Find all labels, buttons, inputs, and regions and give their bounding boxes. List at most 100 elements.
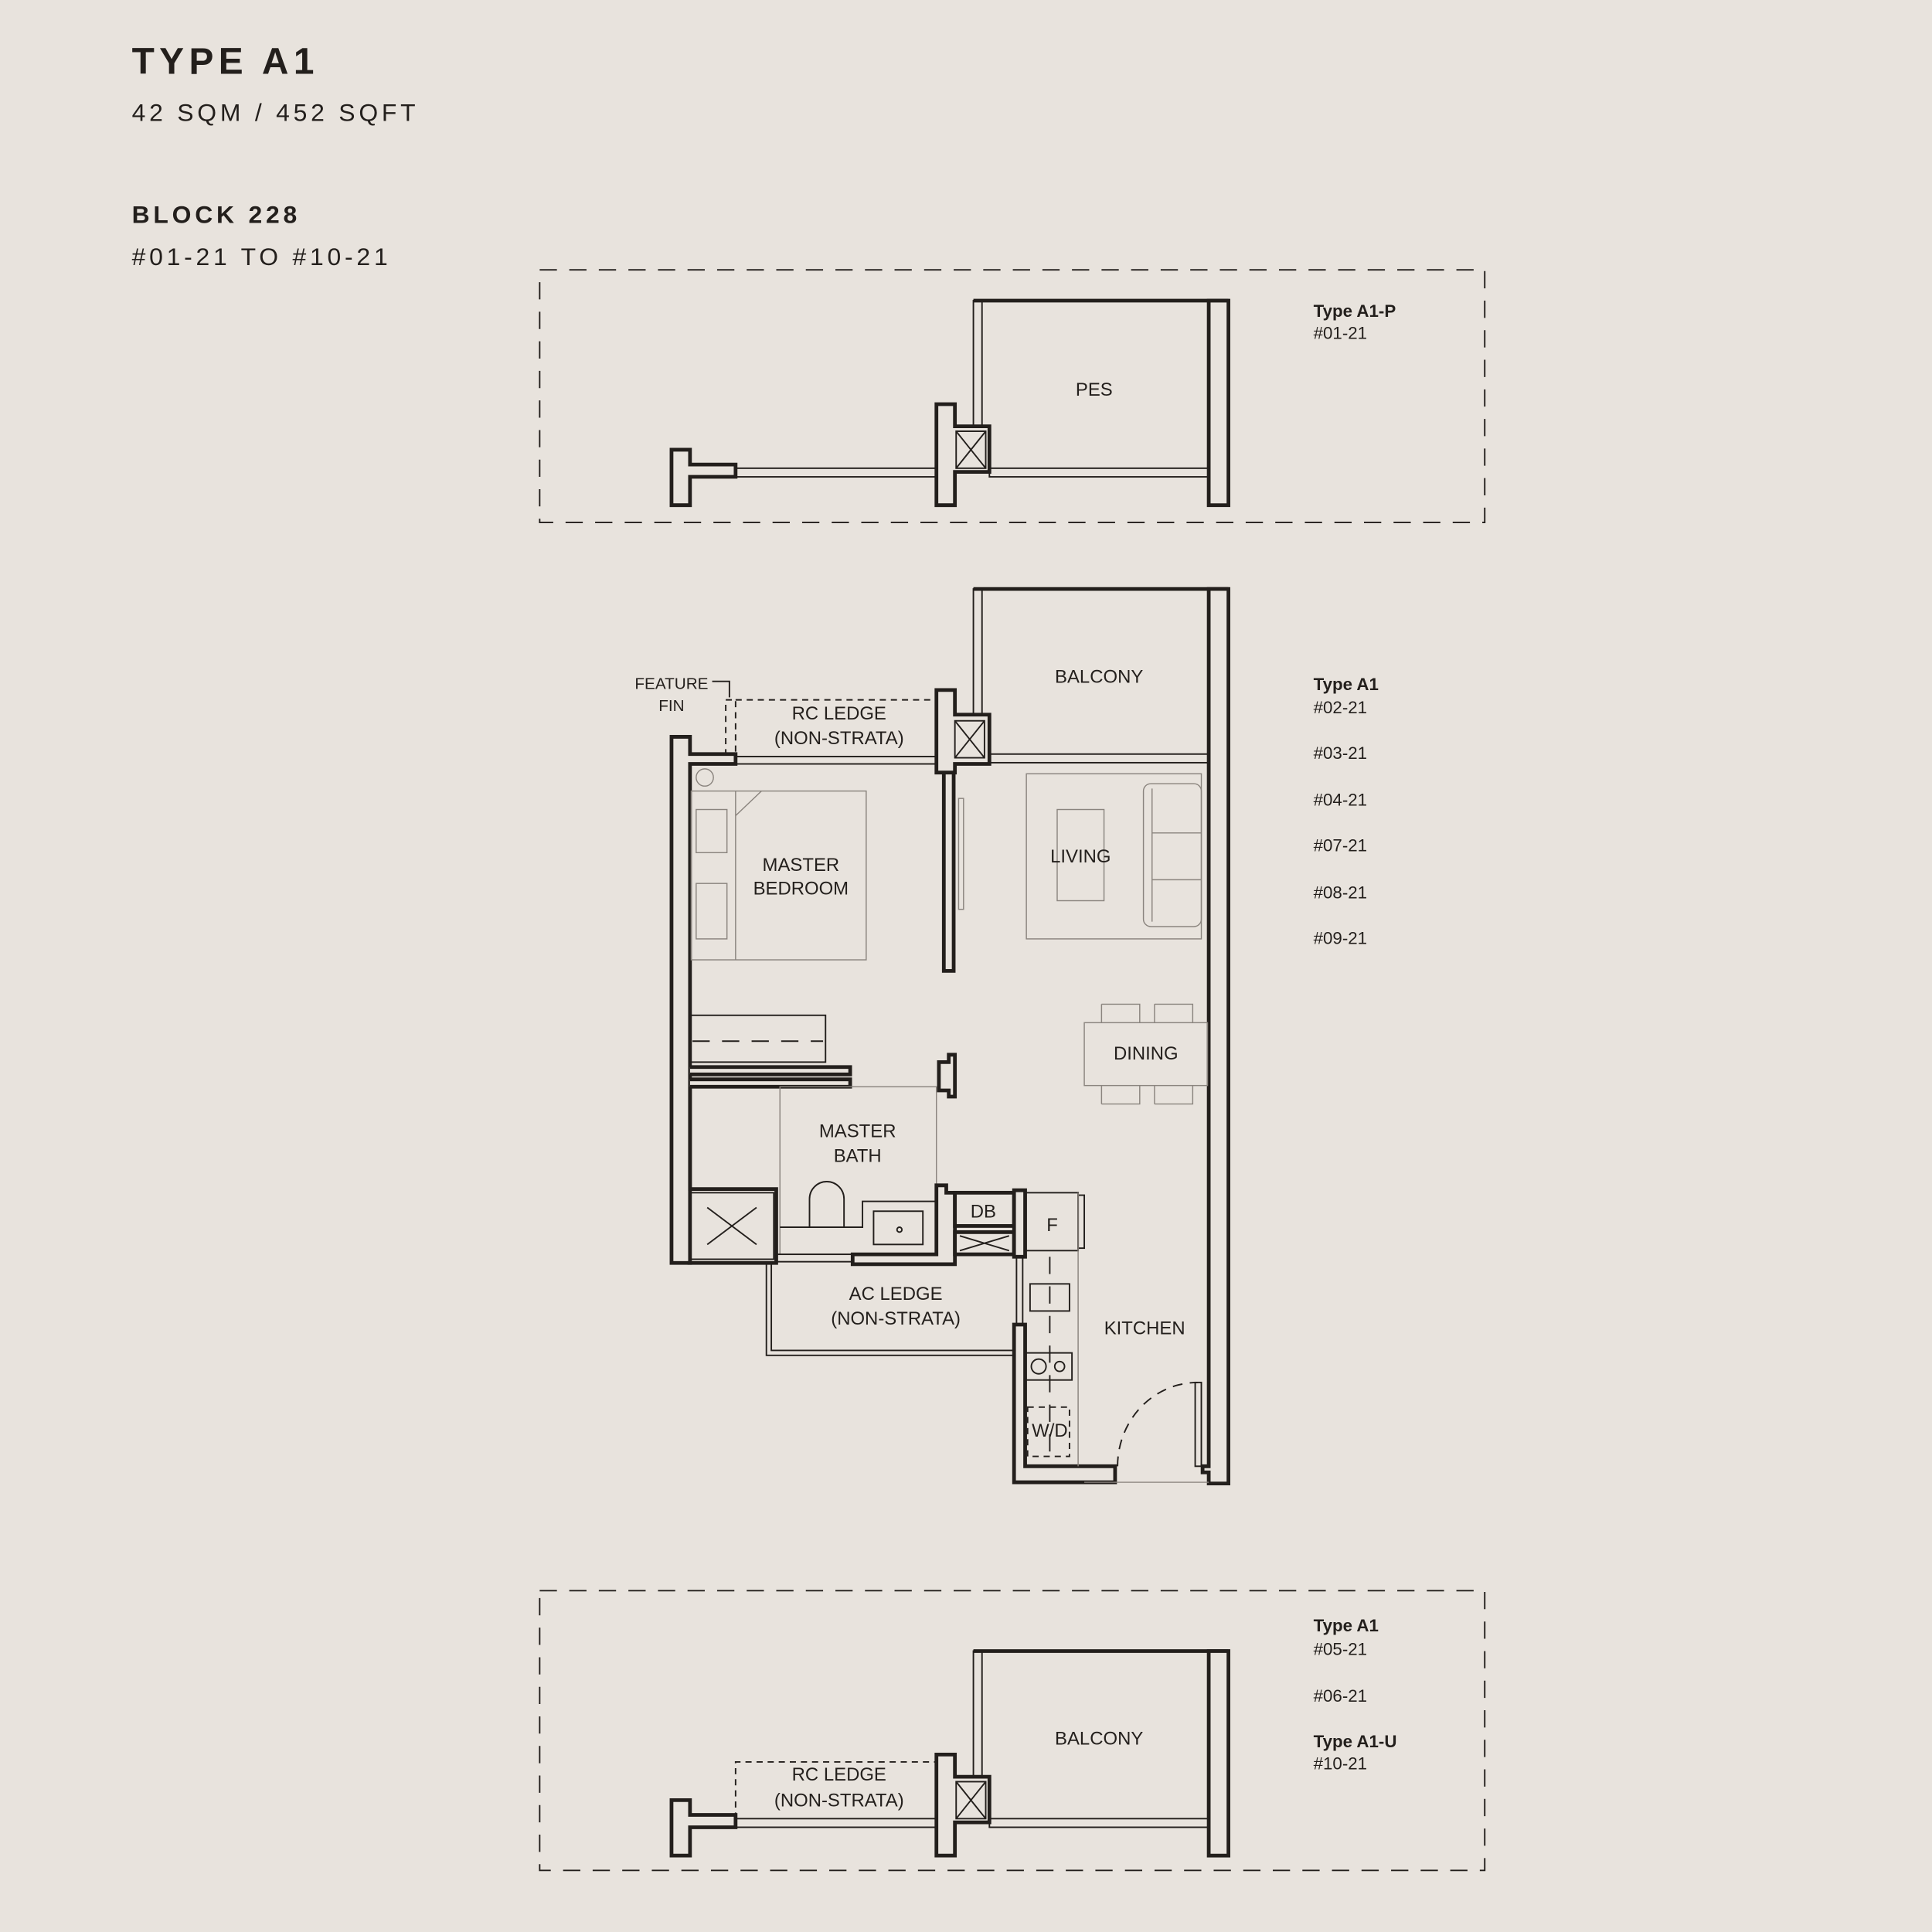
label-rc-ledge: (NON-STRATA) [774, 728, 904, 749]
wall-left [669, 735, 738, 1265]
rc-ledge-outline [734, 1761, 937, 1819]
unit-number: #02-21 [1314, 698, 1367, 717]
bed-detail [735, 791, 762, 961]
dining-table [1083, 1022, 1209, 1087]
dashed-frame [539, 269, 1486, 523]
shower-drain-icon [706, 1206, 757, 1246]
pillow [696, 808, 728, 854]
bed [690, 790, 867, 961]
label-pes: PES [1076, 379, 1113, 400]
units-range: #01-21 TO #10-21 [132, 243, 392, 270]
label-rc-ledge: RC LEDGE [792, 1764, 886, 1785]
label-ac-ledge: AC LEDGE [849, 1284, 943, 1304]
feature-fin [725, 699, 736, 757]
hob-icon [1024, 1352, 1073, 1381]
wall-bath [687, 1087, 778, 1265]
vanity-counter [780, 1200, 937, 1228]
label-washer-dryer: W/D [1032, 1420, 1067, 1441]
type-label: Type A1 [1314, 675, 1379, 694]
tv-console [957, 798, 964, 910]
variant-a1-a1u-panel: BALCONY RC LEDGE (NON-STRATA) Type A1 #0… [539, 1590, 1486, 1872]
label-balcony: BALCONY [1055, 666, 1143, 687]
label-dining: DINING [1114, 1043, 1179, 1064]
fan-coil-icon [696, 768, 714, 787]
window [988, 1818, 1210, 1828]
label-master-bath: BATH [834, 1146, 882, 1167]
door-swing [1117, 1381, 1198, 1467]
wall-bath-bottom [850, 1183, 957, 1267]
sofa [1142, 783, 1202, 927]
unit-number: #05-21 [1314, 1639, 1367, 1658]
dining-chairs [1100, 1003, 1194, 1105]
ac-ledge-window [775, 1253, 854, 1263]
shaft-box [955, 1781, 987, 1820]
label-living: LIVING [1050, 846, 1111, 867]
hob-burner [1030, 1358, 1047, 1375]
basin-drain [896, 1226, 903, 1233]
wardrobe [689, 1014, 827, 1063]
label-master-bedroom: MASTER [763, 855, 840, 876]
shaft-box [955, 430, 987, 469]
label-feature-fin: FEATURE [634, 675, 708, 692]
block-label: BLOCK 228 [132, 201, 301, 229]
label-rc-ledge: RC LEDGE [792, 703, 886, 724]
shaft-cross-icon [954, 720, 985, 759]
balcony-window [988, 753, 1210, 764]
unit-number: #06-21 [1314, 1686, 1367, 1706]
label-master-bath: MASTER [819, 1121, 896, 1142]
toilet-icon [808, 1181, 845, 1228]
shaft-box [954, 719, 985, 759]
sink-icon [1029, 1283, 1070, 1312]
label-balcony: BALCONY [1055, 1729, 1143, 1750]
main-floor-plan: BALCONY FEATURE FIN RC LEDGE (NON-STRATA… [634, 587, 1379, 1486]
wall-right [1206, 298, 1230, 508]
bedroom-window [734, 755, 937, 765]
shaft-cross-icon [955, 430, 987, 469]
basin-icon [872, 1210, 924, 1246]
unit-number: #07-21 [1314, 836, 1367, 855]
hob-burner [1053, 1360, 1066, 1372]
balcony-railing [972, 588, 983, 716]
feature-fin-leader [712, 680, 730, 698]
unit-area: 42 SQM / 452 SQFT [132, 98, 420, 126]
unit-number: #08-21 [1314, 883, 1367, 902]
label-kitchen: KITCHEN [1104, 1318, 1185, 1339]
label-master-bedroom: BEDROOM [753, 879, 849, 900]
label-db: DB [971, 1201, 996, 1222]
wall-right [1206, 1649, 1230, 1858]
wall-stub [669, 1798, 738, 1858]
wall-kitchen-lower [1012, 1322, 1117, 1485]
label-ac-ledge: (NON-STRATA) [831, 1308, 961, 1329]
sofa-cushions [1151, 788, 1202, 922]
wall-kitchen-upper [1012, 1188, 1027, 1259]
bath-area [779, 1086, 937, 1255]
dashed-frame [539, 1590, 1486, 1872]
window [734, 1818, 937, 1828]
wall-stub [937, 1053, 957, 1099]
label-rc-ledge: (NON-STRATA) [774, 1790, 904, 1811]
type-label: Type A1-P [1314, 301, 1396, 321]
shaft-cross-icon [955, 1781, 987, 1819]
unit-number: #04-21 [1314, 791, 1367, 810]
unit-number: #10-21 [1314, 1754, 1367, 1774]
type-label: Type A1-U [1314, 1732, 1397, 1751]
coffee-table [1056, 808, 1105, 902]
kitchen-window [1015, 1256, 1024, 1325]
fridge-door [1077, 1194, 1086, 1250]
wall-stub [669, 447, 738, 508]
shower [689, 1192, 775, 1260]
riser-cross-icon [959, 1235, 1010, 1252]
column-partition [934, 688, 992, 973]
washer-dryer [1026, 1406, 1070, 1458]
unit-type-title: TYPE A1 [132, 42, 319, 83]
label-fridge: F [1046, 1215, 1058, 1236]
wall-right [1200, 587, 1230, 1486]
window [734, 467, 937, 478]
variant-a1-p-panel: PES Type A1-P #01-21 [539, 269, 1486, 523]
main-door [1194, 1381, 1202, 1468]
window [988, 467, 1210, 478]
label-feature-fin: FIN [658, 697, 684, 715]
railing [972, 300, 983, 427]
unit-number: #09-21 [1314, 928, 1367, 947]
